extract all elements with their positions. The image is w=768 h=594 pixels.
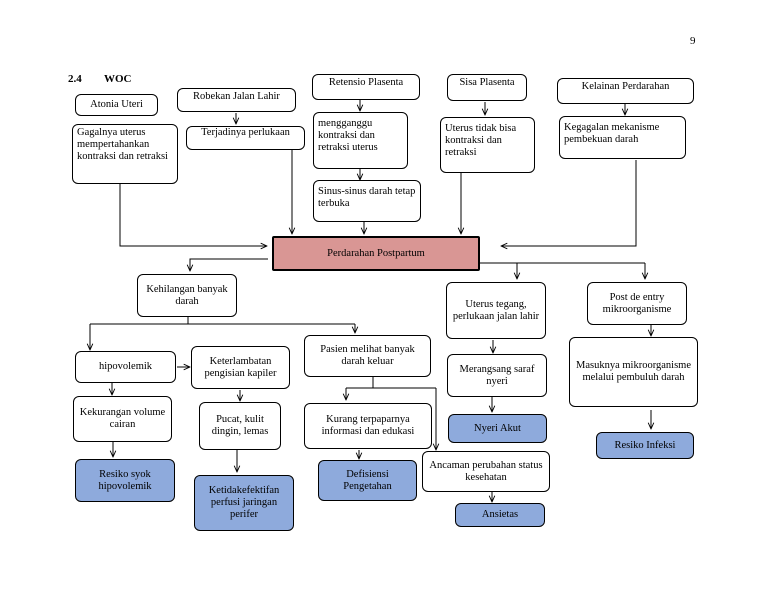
node-kelainan-perdarahan: Kelainan Perdarahan xyxy=(557,78,694,104)
node-resiko-syok: Resiko syok hipovolemik xyxy=(75,459,175,502)
node-pasien-melihat-darah: Pasien melihat banyak darah keluar xyxy=(304,335,431,377)
node-atonia-uteri: Atonia Uteri xyxy=(75,94,158,116)
node-terjadinya-perlukaan: Terjadinya perlukaan xyxy=(186,126,305,150)
node-retensio-plasenta: Retensio Plasenta xyxy=(312,74,420,100)
node-perdarahan-postpartum: Perdarahan Postpartum xyxy=(272,236,480,271)
node-defisiensi-pengetahan: Defisiensi Pengetahan xyxy=(318,460,417,501)
node-post-de-entry: Post de entry mikroorganisme xyxy=(587,282,687,325)
node-masuknya-mikroorganisme: Masuknya mikroorganisme melalui pembuluh… xyxy=(569,337,698,407)
arrow-gagal-perdarahan xyxy=(119,184,267,246)
node-kehilangan-darah: Kehilangan banyak darah xyxy=(137,274,237,317)
node-resiko-infeksi: Resiko Infeksi xyxy=(596,432,694,459)
node-kurang-informasi: Kurang terpaparnya informasi dan edukasi xyxy=(304,403,432,449)
section-title: WOC xyxy=(104,73,132,85)
node-mengganggu-kontraksi: mengganggu kontraksi dan retraksi uterus xyxy=(313,112,408,169)
arrow-pasien-split xyxy=(346,376,436,389)
node-keterlambatan-kapiler: Keterlambatan pengisian kapiler xyxy=(191,346,290,389)
node-gagalnya-uterus: Gagalnya uterus mempertahankan kontraksi… xyxy=(72,124,178,184)
node-ansietas: Ansietas xyxy=(455,503,545,527)
node-uterus-tidak-kontraksi: Uterus tidak bisa kontraksi dan retraksi xyxy=(440,117,535,173)
arrow-kehilangan-split xyxy=(90,317,355,325)
section-number: 2.4 xyxy=(68,73,82,85)
node-merangsang-saraf: Merangsang saraf nyeri xyxy=(447,354,547,397)
node-uterus-tegang: Uterus tegang, perlukaan jalan lahir xyxy=(446,282,546,339)
node-hipovolemik: hipovolemik xyxy=(75,351,176,383)
node-ketidakefektifan-perfusi: Ketidakefektifan perfusi jaringan perife… xyxy=(194,475,294,531)
node-pucat-kulit: Pucat, kulit dingin, lemas xyxy=(199,402,281,450)
node-kegagalan-mekanisme: Kegagalan mekanisme pembekuan darah xyxy=(559,116,686,159)
arrow-perdarahan-kehilangan xyxy=(190,258,268,271)
node-sinus-darah: Sinus-sinus darah tetap terbuka xyxy=(313,180,421,222)
node-ancaman-perubahan: Ancaman perubahan status kesehatan xyxy=(422,451,550,492)
arrow-kegagalan-perdarahan xyxy=(501,160,637,246)
node-nyeri-akut: Nyeri Akut xyxy=(448,414,547,443)
node-sisa-plasenta: Sisa Plasenta xyxy=(447,74,527,101)
node-robekan-jalan-lahir: Robekan Jalan Lahir xyxy=(177,88,296,112)
page-number: 9 xyxy=(690,35,696,47)
node-kekurangan-cairan: Kekurangan volume cairan xyxy=(73,396,172,442)
